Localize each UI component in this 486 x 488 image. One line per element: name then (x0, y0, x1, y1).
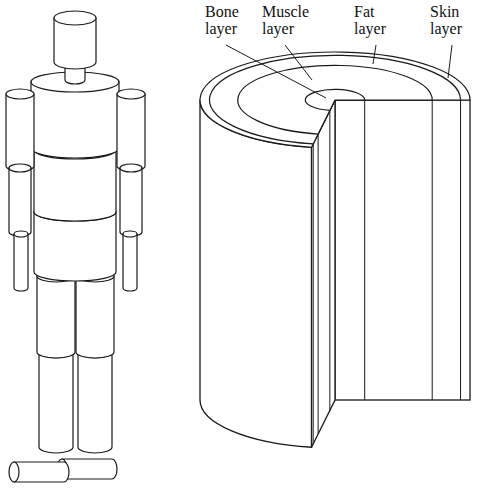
cylinder-top (6, 89, 34, 99)
cylinder-side (9, 168, 31, 236)
layer-top (305, 89, 364, 110)
foot (9, 462, 69, 482)
cylinder-top (123, 231, 137, 237)
upper-arm (117, 89, 145, 171)
hand (123, 231, 137, 291)
thigh (37, 270, 75, 358)
cylinder-side (117, 94, 145, 171)
body-model (6, 11, 145, 482)
cylinder-side (34, 150, 116, 221)
leader-lines (226, 45, 452, 98)
hand (14, 231, 28, 291)
chest (31, 72, 119, 158)
shin (78, 346, 112, 453)
shin (39, 346, 73, 453)
cylinder-side (123, 234, 137, 291)
layer-top (209, 55, 460, 144)
layer-boundary (313, 144, 314, 444)
layer-boundary (364, 100, 365, 400)
cylinder-side (54, 18, 96, 69)
layer-boundary (460, 100, 461, 400)
outer-surface (200, 100, 312, 447)
layer-boundary (432, 100, 433, 400)
forearm (9, 164, 31, 236)
layer-label: Skin layer (430, 4, 462, 38)
cylinder-side (34, 212, 116, 281)
head (54, 11, 96, 69)
cylinder-side (37, 276, 75, 358)
cylinder-top (54, 11, 96, 25)
cylinder-side (14, 234, 28, 291)
layer-top (238, 65, 432, 134)
label-holder: Muscle layer (262, 4, 309, 38)
cylinder-top (120, 164, 142, 172)
layer-label: Bone layer (205, 4, 239, 38)
cut-face (335, 100, 470, 400)
thigh (76, 270, 114, 358)
cylinder-end (9, 462, 19, 482)
upper-arm (6, 89, 34, 171)
layer-boundary (329, 110, 330, 410)
cylinder-top (9, 164, 31, 172)
layer-boundary (318, 134, 319, 434)
cylinder-top (14, 231, 28, 237)
leader-line (448, 45, 452, 78)
cut-face (312, 100, 335, 447)
forearm (120, 164, 142, 236)
leader-line (373, 45, 376, 64)
label-holder: Bone layer (205, 4, 239, 38)
cylinder-side (78, 352, 112, 453)
cylinder-side (31, 82, 119, 158)
label-holder: Skin layer (430, 4, 462, 38)
cylinder-side (62, 459, 117, 479)
label-holder: Fat layer (354, 4, 386, 38)
cylinder-top (117, 89, 145, 99)
leader-line (285, 45, 312, 80)
cylinder-side (14, 462, 69, 482)
cylinder-side (6, 94, 34, 171)
layered-cylinder (200, 52, 470, 447)
cylinder-side (120, 168, 142, 236)
layer-label: Muscle layer (262, 4, 309, 38)
cylinder-side (76, 276, 114, 358)
layer-top (200, 52, 470, 147)
layer-label: Fat layer (354, 4, 386, 38)
leader-line (226, 45, 326, 98)
cylinder-side (39, 352, 73, 453)
